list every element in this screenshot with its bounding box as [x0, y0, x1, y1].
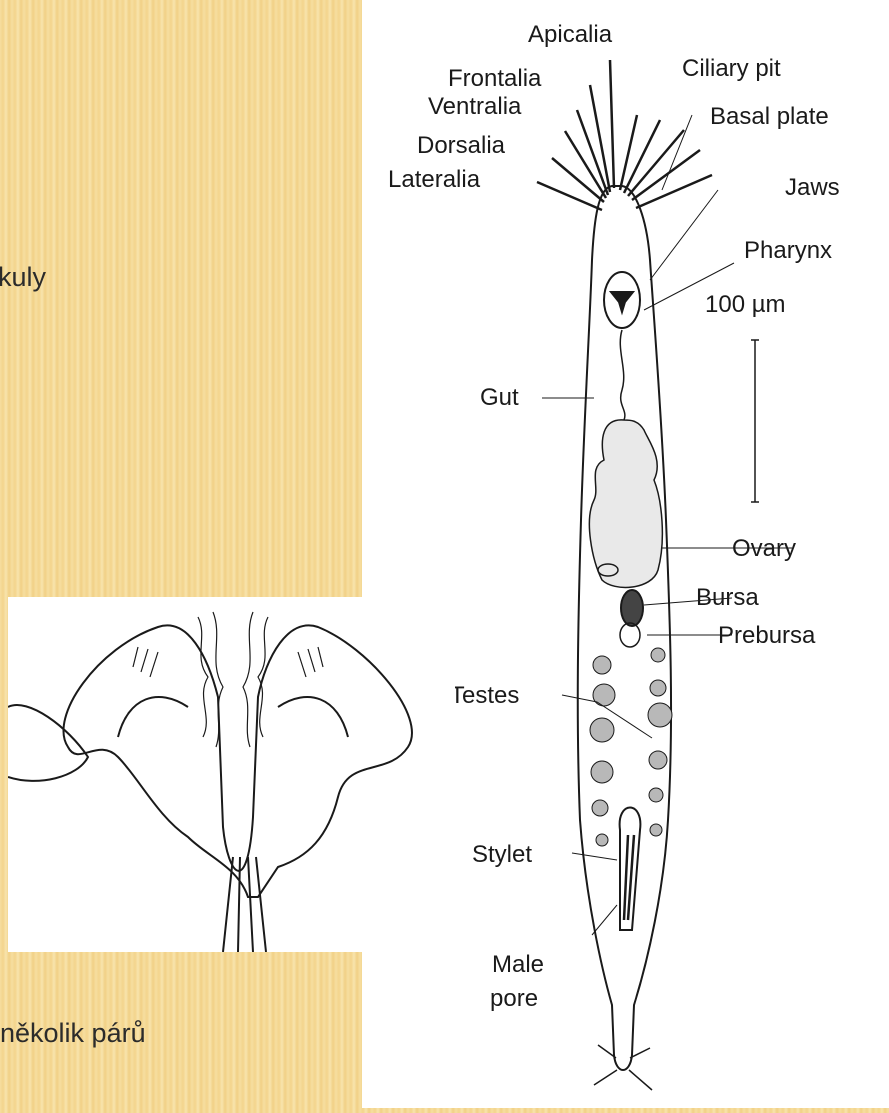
slide-text-kuly: kuly	[0, 262, 46, 293]
label-prebursa: Prebursa	[718, 622, 816, 649]
label-lateralia: Lateralia	[388, 166, 481, 193]
label-ventralia: Ventralia	[428, 93, 522, 120]
label-gut: Gut	[480, 384, 519, 411]
jaws-right-arm	[278, 697, 348, 737]
jaws-left-arm	[118, 697, 188, 737]
label-testes: Testes	[450, 682, 519, 709]
testes-follicles	[590, 648, 672, 846]
jaws-mark	[611, 292, 633, 312]
label-jaws: Jaws	[785, 174, 840, 201]
jaws-svg	[8, 597, 455, 952]
label-bursa: Bursa	[696, 584, 759, 611]
label-ciliary-pit: Ciliary pit	[682, 55, 781, 82]
stylet-organ	[620, 808, 641, 931]
jaws-tip-cluster	[223, 857, 266, 952]
body-outline	[578, 186, 671, 1070]
jaws-basal-plate	[64, 625, 412, 897]
scale-bar	[751, 340, 759, 502]
label-pore: pore	[490, 985, 538, 1012]
label-apicalia: Apicalia	[528, 21, 613, 48]
label-basal-plate: Basal plate	[710, 103, 829, 130]
cilia-left	[537, 60, 614, 210]
jaws-detail-drawing	[8, 597, 455, 952]
bursa-organ	[621, 590, 643, 626]
jaws-teeth-right	[243, 612, 268, 747]
ovary-shape	[589, 420, 662, 588]
jaws-side-denticles	[133, 647, 323, 677]
cilia-tail	[594, 1045, 652, 1090]
stylet-rod	[624, 835, 634, 920]
label-ovary: Ovary	[732, 535, 796, 562]
label-dorsalia: Dorsalia	[417, 132, 506, 159]
label-scale: 100 µm	[705, 291, 786, 318]
gut-line	[620, 330, 625, 420]
label-pharynx: Pharynx	[744, 237, 832, 264]
label-stylet: Stylet	[472, 841, 532, 868]
label-frontalia: Frontalia	[448, 65, 542, 92]
jaws-side-plate	[8, 705, 88, 781]
label-male: Male	[492, 951, 544, 978]
slide-text-nekolik-paru: několik párů	[0, 1018, 146, 1049]
